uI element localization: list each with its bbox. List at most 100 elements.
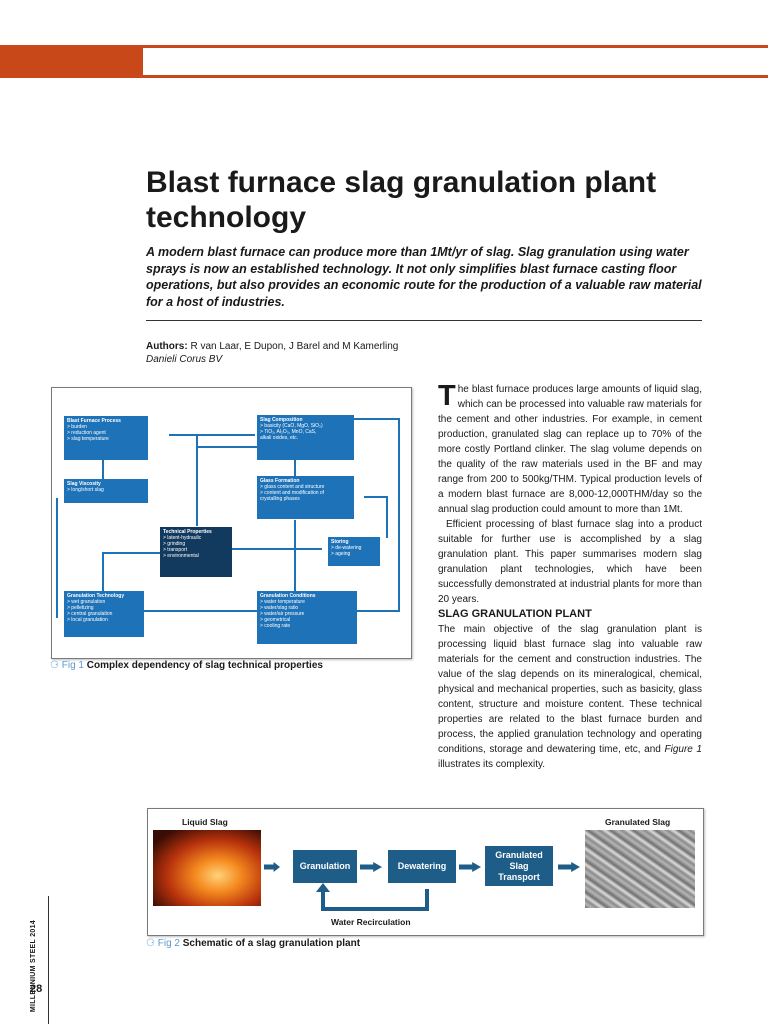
box-item: > central granulation [67,611,113,617]
drop-cap: T [438,380,456,412]
paragraph-3-text: The main objective of the slag granulati… [438,624,702,755]
figure-1-caption-text: Complex dependency of slag technical pro… [86,660,323,671]
box-title: Slag Viscosity [67,481,101,487]
figure-2-caption-text: Schematic of a slag granulation plant [182,938,361,949]
divider [146,320,702,321]
article-title: Blast furnace slag granulation plant tec… [146,166,657,234]
granulated-slag-label: Granulated Slag [605,817,671,827]
process-transport: Granulated Slag Transport [485,846,553,886]
box-item: > ageing [331,551,351,557]
arrow-to-tp [196,434,198,526]
company-name: Danieli Corus BV [146,354,223,365]
arrow-right-icon [264,862,280,872]
figure-1-caption: ⚆ Fig 1 Complex dependency of slag techn… [50,660,323,671]
box-slag-viscosity: Slag Viscosity > long/short slag [64,479,148,503]
box-storing: Storing > de-watering > ageing [328,537,380,566]
box-item: > slag temperature [67,436,109,442]
box-item: crystalling phases [260,496,300,502]
box-glass-formation: Glass Formation > glass content and stru… [257,476,354,519]
arrow-right-icon [558,862,580,872]
box-item: > grinding [163,541,186,547]
authors-line: Authors: R van Laar, E Dupon, J Barel an… [146,339,398,354]
box-item: > burden [67,424,87,430]
process-granulation: Granulation [293,850,357,883]
paragraph-3-end: illustrates its complexity. [438,759,546,770]
arrow-st-gf [364,496,388,498]
arrow-gc-right [357,610,399,612]
box-item: > latent-hydraulic [163,535,202,541]
authors-names: R van Laar, E Dupon, J Barel and M Kamer… [190,341,399,352]
arrow-gf-gc [294,520,296,592]
arrow-h-mid [196,446,296,448]
box-granulation-technology: Granulation Technology > wet granulation… [64,591,144,637]
paragraph-2: Efficient processing of blast furnace sl… [438,519,702,605]
arrow-st-up [386,496,388,538]
camera-icon: ⚆ [50,660,59,671]
paragraph-1-text: he blast furnace produces large amounts … [438,384,702,515]
paragraph-3: The main objective of the slag granulati… [438,622,702,772]
recirculation-loop [321,889,429,911]
box-item: > cooling rate [260,623,291,629]
box-title: Slag Composition [260,417,303,423]
box-item: > water/slag ratio [260,605,299,611]
box-slag-composition: Slag Composition > basicity (CaO, MgO, S… [257,415,354,460]
box-title: Blast Furnace Process [67,418,121,424]
box-item: > long/short slag [67,487,104,493]
publication-name: MILLENNIUM STEEL 2014 [30,920,37,1013]
box-item: > water/air pressure [260,611,305,617]
authors-label: Authors: [146,341,188,352]
box-granulation-conditions: Granulation Conditions > water temperatu… [257,591,357,644]
box-item: > pelletizing [67,605,94,611]
arrow-bfp-sc [169,434,255,436]
section-heading: SLAG GRANULATION PLANT [438,608,592,620]
box-item: > basicity (CaO, MgO, SiO₂) [260,423,323,429]
box-item: > geometrical [260,617,291,623]
process-dewatering: Dewatering [388,850,456,883]
figure-2-caption: ⚆ Fig 2 Schematic of a slag granulation … [146,938,360,949]
arrow-right-vertical [398,418,400,612]
arrow-right-icon [459,862,481,872]
arrow-sc-gf [294,446,296,476]
box-item: > reduction agent [67,430,106,436]
box-title: Technical Properties [163,529,212,535]
arrow-tp-st [232,548,322,550]
page-number: 28 [30,983,43,995]
figure-1-diagram: Blast Furnace Process > burden > reducti… [51,387,412,659]
box-item: > local granulation [67,617,108,623]
box-item: > transport [163,547,188,553]
box-title: Storing [331,539,349,545]
box-item: > content and modification of [260,490,325,496]
box-item: > wet granulation [67,599,106,605]
box-item: > TiO₂, Al₂O₃, MnO, CaS, [260,429,317,435]
standfirst: A modern blast furnace can produce more … [146,245,702,309]
arrow-far-left [56,498,58,618]
arrow-tp-left [102,552,160,554]
box-item: > environmental [163,553,199,559]
box-item: alkali oxides, etc. [260,435,299,441]
box-item: > water temperature [260,599,305,605]
arrow-up-icon [316,883,330,892]
liquid-slag-label: Liquid Slag [182,817,228,827]
header-accent-block [0,45,143,78]
box-title: Granulation Technology [67,593,125,599]
figure-2-schematic: Liquid Slag Granulated Slag Granulation … [147,808,704,936]
figure-1-number: Fig 1 [61,660,84,671]
camera-icon: ⚆ [146,938,155,949]
box-title: Granulation Conditions [260,593,316,599]
box-title: Glass Formation [260,478,300,484]
box-item: > de-watering [331,545,362,551]
figure-reference: Figure 1 [664,744,702,755]
header-rule-bottom [0,75,768,78]
arrow-bfp-sv [102,442,104,480]
liquid-slag-image [153,830,261,906]
arrow-gt-gc [144,610,258,612]
arrow-left-down [102,552,104,592]
figure-2-number: Fig 2 [157,938,180,949]
granulated-slag-image [585,830,695,908]
header-rule-top [0,45,768,48]
folio-rule [48,896,49,1024]
box-technical-properties: Technical Properties > latent-hydraulic … [160,527,232,577]
arrow-right-icon [360,862,382,872]
